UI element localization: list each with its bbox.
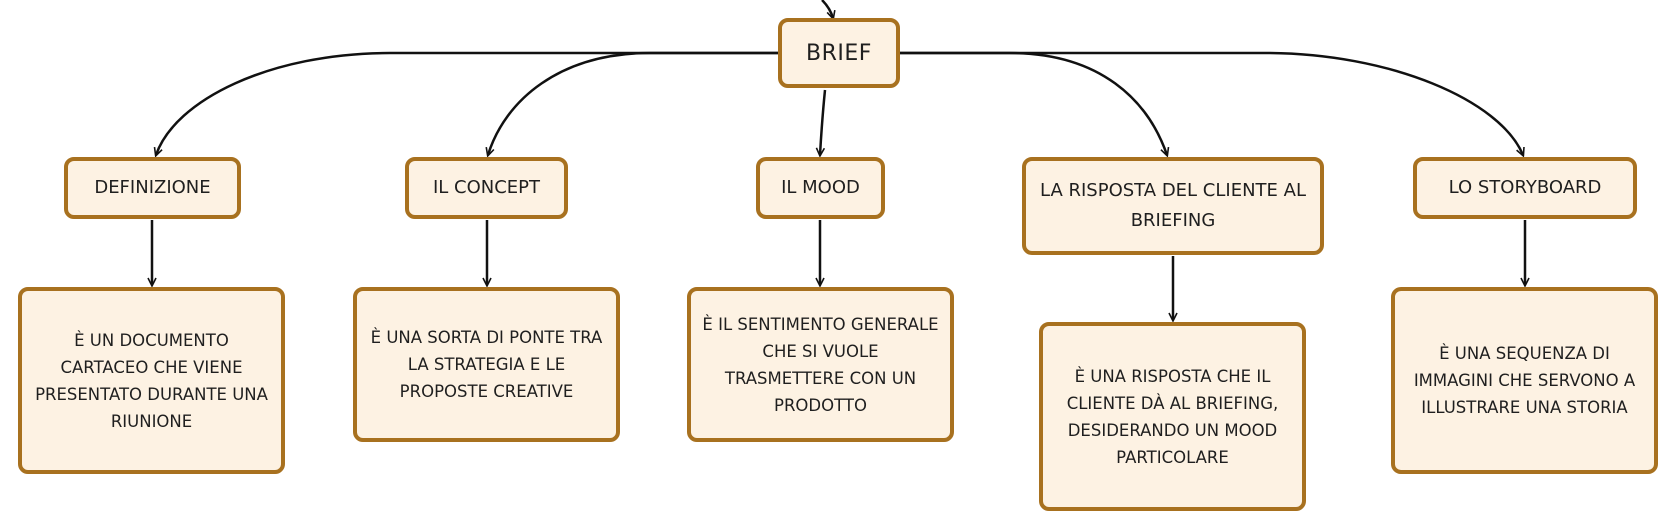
connector-brief-storyboard xyxy=(898,51,1523,155)
node-definizione[interactable]: DEFINIZIONE xyxy=(64,157,241,219)
node-il-mood-label: IL MOOD xyxy=(781,177,860,198)
connector-brief-risposta xyxy=(898,51,1167,155)
desc-definizione-text: È UN DOCUMENTO CARTACEO CHE VIENE PRESEN… xyxy=(35,330,268,431)
node-storyboard-label: LO STORYBOARD xyxy=(1448,177,1602,198)
node-definizione-label: DEFINIZIONE xyxy=(94,177,211,198)
desc-il-mood-text: È IL SENTIMENTO GENERALE CHE SI VUOLE TR… xyxy=(702,314,939,415)
connector-brief-definizione xyxy=(156,51,778,155)
node-risposta-cliente[interactable]: LA RISPOSTA DEL CLIENTE AL BRIEFING xyxy=(1022,157,1324,255)
desc-definizione[interactable]: È UN DOCUMENTO CARTACEO CHE VIENE PRESEN… xyxy=(18,287,285,474)
desc-il-concept-text: È UNA SORTA DI PONTE TRA LA STRATEGIA E … xyxy=(370,328,603,401)
node-il-mood[interactable]: IL MOOD xyxy=(756,157,885,219)
desc-storyboard[interactable]: È UNA SEQUENZA DI IMMAGINI CHE SERVONO A… xyxy=(1391,287,1658,474)
node-risposta-cliente-label: LA RISPOSTA DEL CLIENTE AL BRIEFING xyxy=(1040,180,1306,231)
node-il-concept[interactable]: IL CONCEPT xyxy=(405,157,568,219)
desc-storyboard-text: È UNA SEQUENZA DI IMMAGINI CHE SERVONO A… xyxy=(1413,344,1636,417)
connector-brief-concept xyxy=(488,51,778,155)
desc-risposta-cliente[interactable]: È UNA RISPOSTA CHE IL CLIENTE DÀ AL BRIE… xyxy=(1039,322,1306,511)
node-brief[interactable]: BRIEF xyxy=(778,18,900,88)
connector-brief-mood xyxy=(820,89,827,155)
desc-risposta-cliente-text: È UNA RISPOSTA CHE IL CLIENTE DÀ AL BRIE… xyxy=(1066,366,1279,467)
desc-il-mood[interactable]: È IL SENTIMENTO GENERALE CHE SI VUOLE TR… xyxy=(687,287,954,442)
node-il-concept-label: IL CONCEPT xyxy=(432,177,541,198)
node-storyboard[interactable]: LO STORYBOARD xyxy=(1413,157,1637,219)
node-brief-label: BRIEF xyxy=(806,40,872,66)
incoming-connector xyxy=(821,0,833,18)
desc-il-concept[interactable]: È UNA SORTA DI PONTE TRA LA STRATEGIA E … xyxy=(353,287,620,442)
